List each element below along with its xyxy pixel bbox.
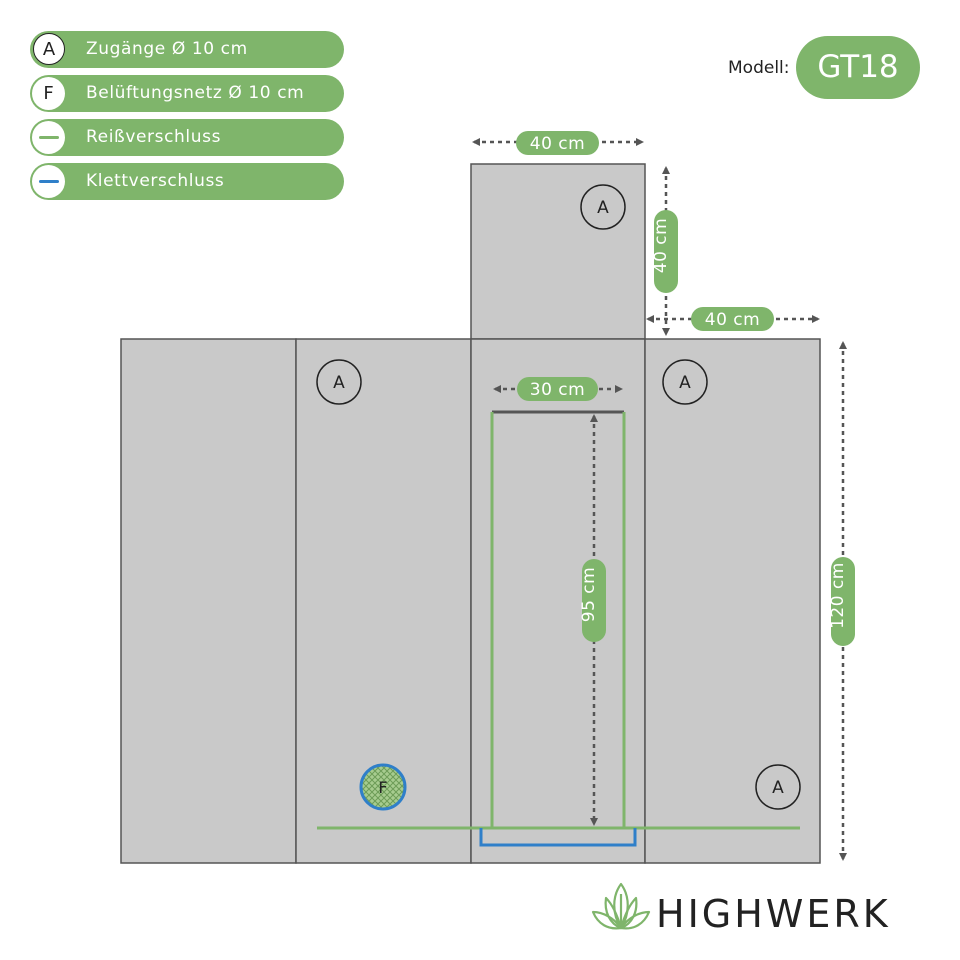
dim-door-width: 30 cm	[493, 377, 623, 401]
velcro-strip	[479, 828, 637, 847]
model-badge: GT18	[796, 36, 920, 99]
legend-item-vent-mesh: F Belüftungsnetz Ø 10 cm	[30, 75, 344, 112]
brand-name: HIGHWERK	[656, 892, 891, 936]
dim-side-depth: 40 cm	[646, 307, 820, 331]
access-port-top-label: A	[597, 198, 609, 218]
dim-door-height: 95 cm	[579, 414, 606, 826]
dim-top-height-label: 40 cm	[651, 218, 671, 273]
legend-label-zipper: Reißverschluss	[86, 127, 222, 147]
dim-total-height-label: 120 cm	[828, 562, 848, 629]
legend-marker-f: F	[43, 83, 54, 104]
top-panel	[470, 163, 646, 340]
legend-item-zipper: Reißverschluss	[30, 119, 344, 156]
access-port-back: A	[316, 359, 362, 405]
dim-side-depth-label: 40 cm	[705, 310, 760, 330]
legend-item-access-port: A Zugänge Ø 10 cm	[30, 31, 344, 68]
dim-door-width-label: 30 cm	[530, 380, 585, 400]
brand-logo: HIGHWERK	[590, 880, 930, 944]
access-port-top: A	[580, 184, 626, 230]
vent-f-icon: F	[32, 77, 65, 110]
port-a-icon: A	[33, 33, 65, 65]
model-label: Modell:	[728, 58, 790, 78]
legend-label-velcro: Klettverschluss	[86, 171, 225, 191]
side-panel-right	[644, 338, 821, 864]
lotus-leaf-icon	[591, 882, 651, 930]
dim-total-height: 120 cm	[828, 341, 855, 861]
front-panel	[470, 338, 646, 864]
side-panel-left	[120, 338, 297, 864]
access-port-right-top-label: A	[679, 373, 691, 393]
access-port-right-bottom: A	[755, 764, 801, 810]
velcro-line-icon	[32, 165, 65, 198]
dim-top-width-label: 40 cm	[530, 134, 585, 154]
vent-mesh: F	[359, 763, 407, 811]
access-port-back-label: A	[333, 373, 345, 393]
zipper-line-icon	[32, 121, 65, 154]
legend-item-velcro: Klettverschluss	[30, 163, 344, 200]
legend-label-vent-mesh: Belüftungsnetz Ø 10 cm	[86, 83, 305, 103]
dim-door-height-label: 95 cm	[579, 567, 599, 622]
access-port-right-top: A	[662, 359, 708, 405]
dim-top-width: 40 cm	[472, 131, 644, 155]
access-port-right-bottom-label: A	[772, 778, 784, 798]
vent-mesh-label: F	[378, 778, 387, 797]
legend-label-access-port: Zugänge Ø 10 cm	[86, 39, 248, 59]
dim-top-height: 40 cm	[651, 166, 678, 336]
legend: A Zugänge Ø 10 cm F Belüftungsnetz Ø 10 …	[30, 31, 344, 207]
door-zipper	[490, 412, 626, 828]
legend-marker-a: A	[42, 38, 56, 60]
